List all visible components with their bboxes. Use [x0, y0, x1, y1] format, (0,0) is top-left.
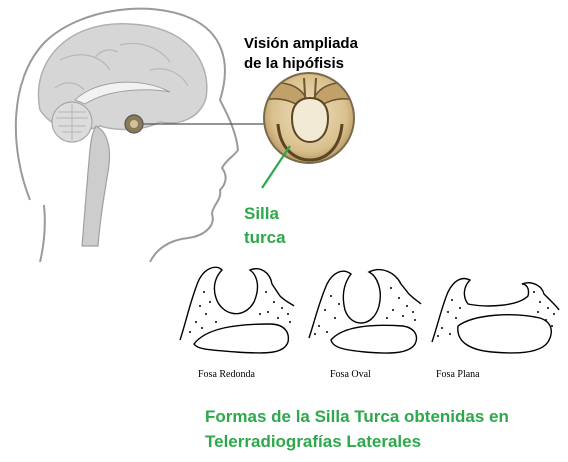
neck-line: [39, 204, 46, 262]
fossa-oval-sketch: [308, 268, 422, 354]
brainstem: [81, 125, 111, 247]
fossa-plana-caption: Fosa Plana: [436, 369, 480, 380]
corpus-callosum: [74, 81, 171, 105]
head-illustration: [14, 7, 355, 262]
silla-label-line2: turca: [244, 228, 286, 247]
fossa-oval-caption: Fosa Oval: [330, 369, 371, 380]
silla-label-line1: Silla: [244, 204, 279, 223]
zoom-label: Visión ampliada de la hipófisis: [244, 34, 404, 74]
pituitary-zoom-circle: [263, 72, 355, 164]
zoom-label-line1: Visión ampliada: [244, 35, 358, 52]
fossa-redonda-caption: Fosa Redonda: [198, 369, 255, 380]
figure-caption: Formas de la Silla Turca obtenidas en Te…: [205, 404, 567, 454]
zoom-label-line2: de la hipófisis: [244, 55, 345, 72]
caption-line2: Telerradiografías Laterales: [205, 432, 422, 451]
silla-pointer-line: [261, 145, 291, 189]
head-outline: [14, 7, 240, 262]
fossa-plana-sketch: [431, 277, 560, 354]
silla-turca-label: Silla turca: [244, 202, 324, 250]
caption-line1: Formas de la Silla Turca obtenidas en: [205, 407, 509, 426]
fossa-redonda-sketch: [179, 266, 295, 354]
brain-folds: [54, 42, 189, 91]
